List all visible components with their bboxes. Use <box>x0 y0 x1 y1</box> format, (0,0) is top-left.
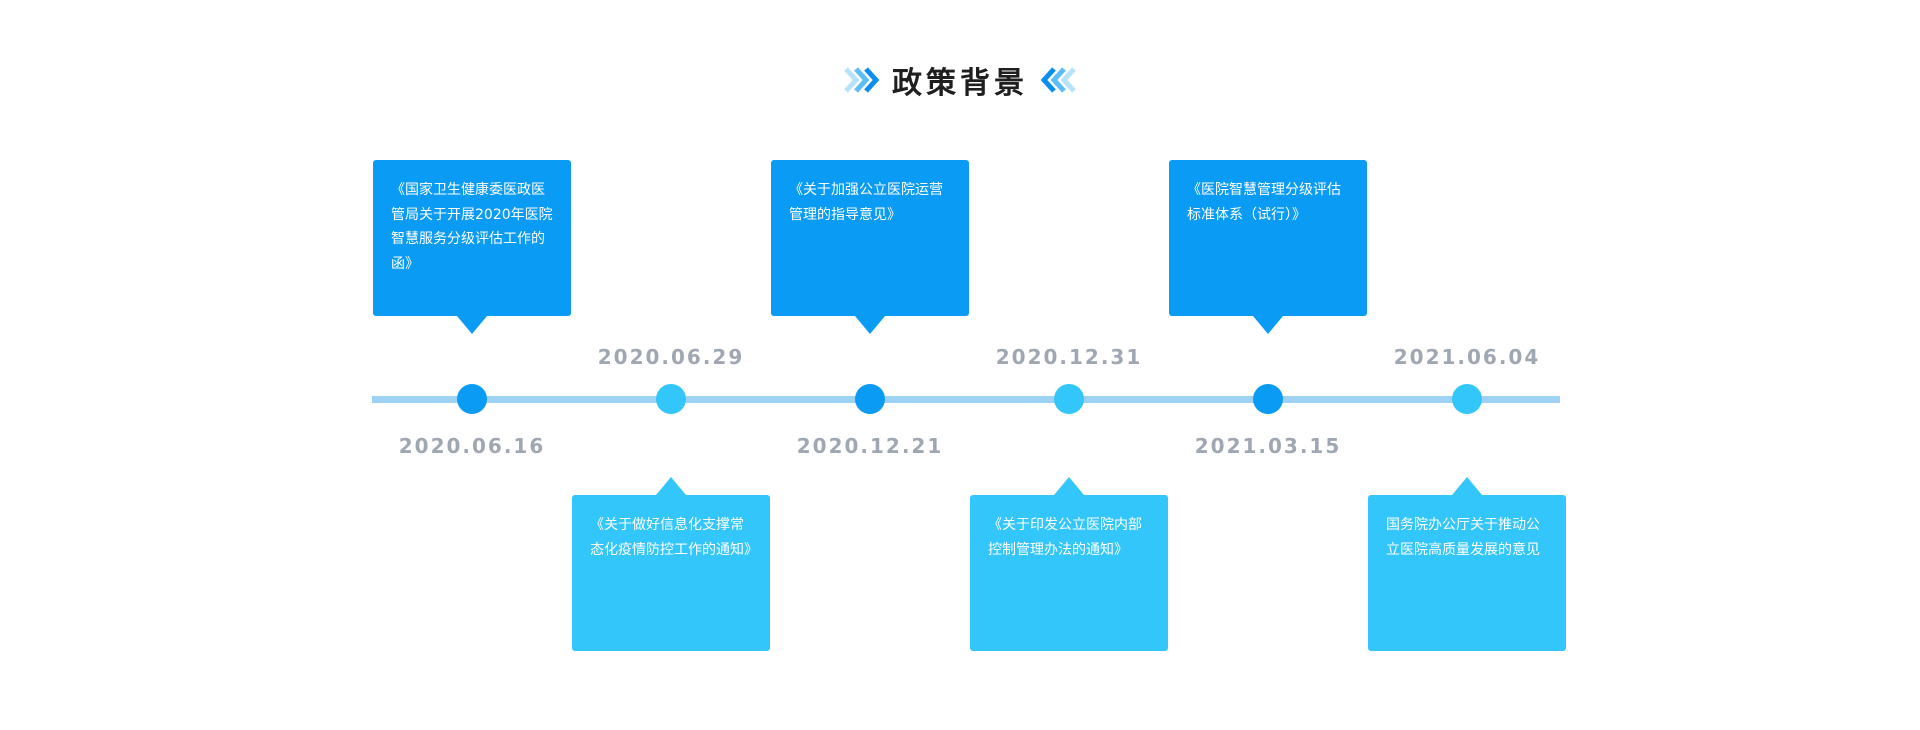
card-pointer <box>1253 316 1283 334</box>
card-pointer <box>457 316 487 334</box>
policy-card: 《国家卫生健康委医政医管局关于开展2020年医院智慧服务分级评估工作的函》 <box>373 160 571 334</box>
policy-card-text: 《关于印发公立医院内部控制管理办法的通知》 <box>988 517 1142 558</box>
policy-card-text: 国务院办公厅关于推动公立医院高质量发展的意见 <box>1386 517 1540 558</box>
card-pointer <box>855 316 885 334</box>
policy-card: 《关于做好信息化支撑常态化疫情防控工作的通知》 <box>572 477 770 651</box>
timeline-date: 2021.06.04 <box>1393 345 1541 369</box>
timeline-node <box>855 384 885 414</box>
policy-card: 《关于加强公立医院运营管理的指导意见》 <box>771 160 969 334</box>
timeline-date: 2020.12.31 <box>995 345 1143 369</box>
timeline-node <box>656 384 686 414</box>
timeline-date: 2020.06.29 <box>597 345 745 369</box>
page-title: 政策背景 <box>892 66 1028 101</box>
card-pointer <box>1054 477 1084 495</box>
timeline-date: 2021.03.15 <box>1194 434 1342 458</box>
card-pointer <box>1452 477 1482 495</box>
section-header: 政策背景 <box>0 58 1920 102</box>
policy-card-text: 《医院智慧管理分级评估标准体系（试行）》 <box>1187 182 1341 223</box>
card-pointer <box>656 477 686 495</box>
timeline-node <box>457 384 487 414</box>
timeline-date: 2020.06.16 <box>398 434 546 458</box>
policy-card: 《关于印发公立医院内部控制管理办法的通知》 <box>970 477 1168 651</box>
timeline-axis <box>372 396 1560 403</box>
policy-card-text: 《关于做好信息化支撑常态化疫情防控工作的通知》 <box>590 517 758 558</box>
timeline-date: 2020.12.21 <box>796 434 944 458</box>
timeline-node <box>1253 384 1283 414</box>
policy-card-text: 《国家卫生健康委医政医管局关于开展2020年医院智慧服务分级评估工作的函》 <box>391 182 553 272</box>
timeline-node <box>1054 384 1084 414</box>
timeline-node <box>1452 384 1482 414</box>
policy-card: 国务院办公厅关于推动公立医院高质量发展的意见 <box>1368 477 1566 651</box>
double-chevron-right-icon <box>844 67 880 93</box>
policy-card: 《医院智慧管理分级评估标准体系（试行）》 <box>1169 160 1367 334</box>
policy-card-text: 《关于加强公立医院运营管理的指导意见》 <box>789 182 943 223</box>
double-chevron-left-icon <box>1040 67 1076 93</box>
